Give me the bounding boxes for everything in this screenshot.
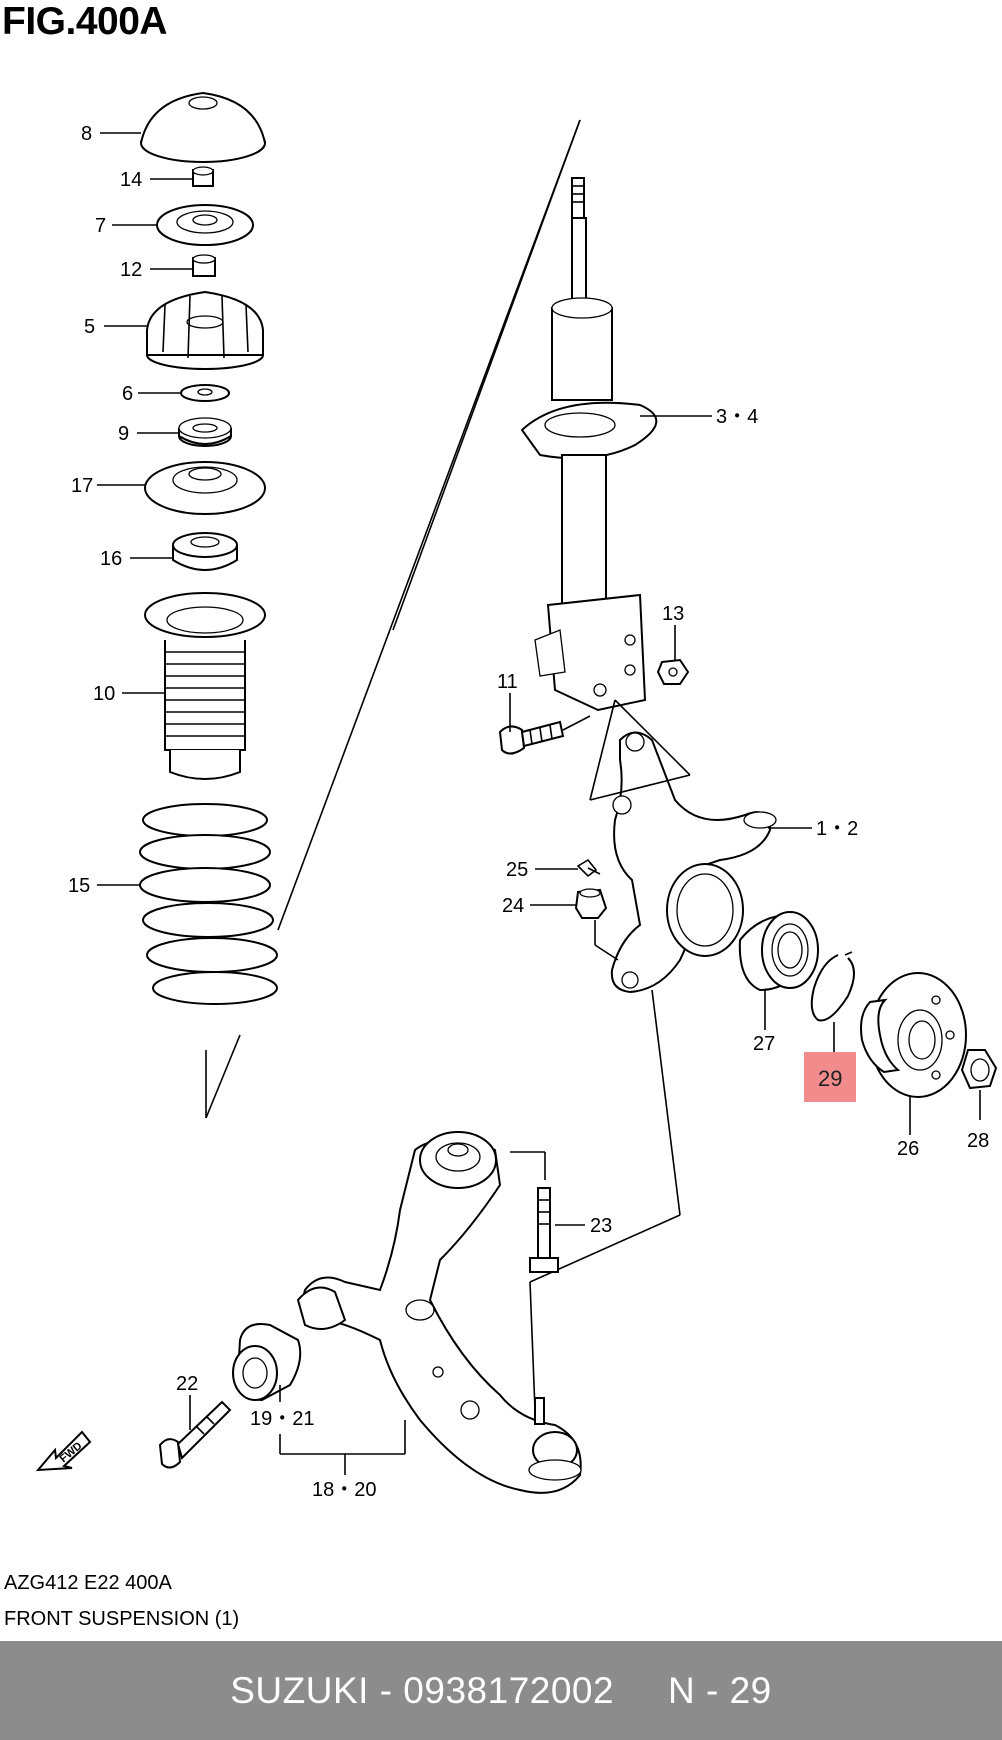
- part-14-nut[interactable]: [192, 166, 214, 187]
- callout-12: 12: [120, 259, 142, 281]
- part-26-wheel-hub[interactable]: [860, 972, 967, 1098]
- callout-1-2: 1・2: [816, 818, 858, 840]
- callout-6: 6: [122, 383, 133, 405]
- callout-22: 22: [176, 1373, 198, 1395]
- callout-11: 11: [497, 671, 518, 693]
- callout-15: 15: [68, 875, 90, 897]
- leader-lines: [97, 132, 981, 1475]
- part-22-bolt[interactable]: [158, 1400, 232, 1469]
- part-27-wheel-bearing[interactable]: [738, 911, 819, 992]
- callout-13: 13: [662, 603, 684, 625]
- callout-19-21: 19・21: [250, 1408, 315, 1430]
- front-suspension-diagram: FWD 8 14 7 12: [35, 91, 998, 1501]
- highlight-box: [804, 1052, 856, 1102]
- part-25-cotter-pin[interactable]: [576, 858, 601, 878]
- part-17-spring-seat[interactable]: [144, 461, 266, 515]
- part-3-4-strut[interactable]: [520, 177, 658, 712]
- part-24-castle-nut[interactable]: [574, 888, 608, 919]
- callout-labels: 8 14 7 12 5 6 9 17 16 10 15 3・4 13 11 1・…: [68, 123, 989, 1501]
- figure-description: FRONT SUSPENSION (1): [4, 1608, 240, 1630]
- callout-25: 25: [506, 859, 528, 881]
- footer-part-info: SUZUKI - 0938172002 N - 29: [230, 1670, 772, 1711]
- callout-26: 26: [897, 1138, 919, 1160]
- callout-10: 10: [93, 683, 115, 705]
- part-5-strut-mount[interactable]: [146, 290, 264, 370]
- footer-bar: SUZUKI - 0938172002 N - 29: [0, 1641, 1002, 1740]
- callout-3-4: 3・4: [716, 406, 758, 428]
- callout-24: 24: [502, 895, 524, 917]
- part-12-nut[interactable]: [192, 254, 216, 277]
- part-13-nut[interactable]: [656, 658, 690, 685]
- part-10-dust-boot[interactable]: [144, 592, 266, 780]
- part-11-bolt[interactable]: [498, 715, 591, 755]
- callout-29: 29: [818, 1066, 842, 1091]
- part-7-washer[interactable]: [156, 204, 254, 246]
- part-29-circlip[interactable]: [810, 951, 855, 1022]
- part-28-hub-nut[interactable]: [960, 1049, 998, 1090]
- boot-bellows: [165, 651, 245, 737]
- callout-28: 28: [967, 1130, 989, 1152]
- callout-8: 8: [81, 123, 92, 145]
- part-15-coil-spring[interactable]: [139, 803, 278, 1005]
- callout-5: 5: [84, 316, 95, 338]
- figure-code: AZG412 E22 400A: [4, 1572, 172, 1594]
- callout-7: 7: [95, 215, 106, 237]
- figure-title: FIG.400A: [2, 0, 168, 43]
- part-8-cap[interactable]: [140, 91, 266, 163]
- callout-16: 16: [100, 548, 122, 570]
- callout-9: 9: [118, 423, 129, 445]
- part-16-bump-seat[interactable]: [172, 532, 238, 571]
- part-23-bolt[interactable]: [529, 1187, 559, 1273]
- callout-14: 14: [120, 169, 142, 191]
- part-19-21-bushing[interactable]: [232, 1323, 302, 1402]
- callout-17: 17: [71, 475, 93, 497]
- callout-18-20: 18・20: [312, 1479, 377, 1501]
- callout-27: 27: [753, 1033, 775, 1055]
- part-1-2-knuckle[interactable]: [610, 731, 777, 994]
- part-9-bearing[interactable]: [178, 417, 232, 447]
- callout-23: 23: [590, 1215, 612, 1237]
- part-6-washer[interactable]: [180, 384, 230, 402]
- fwd-arrow-icon: FWD: [35, 1430, 92, 1472]
- assembly-guide-lines: [205, 119, 681, 1411]
- ball-joint[interactable]: [528, 1397, 582, 1481]
